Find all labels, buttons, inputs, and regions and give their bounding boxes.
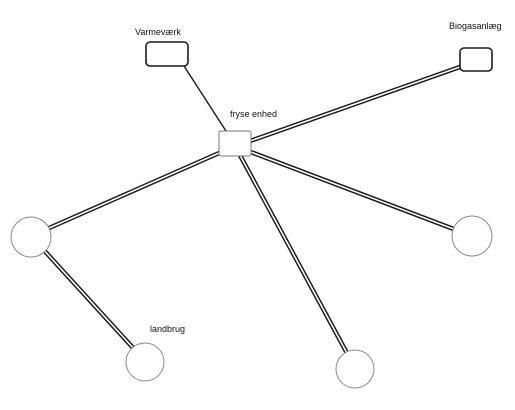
varmevaerk-label: Varmeværk xyxy=(135,27,181,37)
fryse-enhed-label: fryse enhed xyxy=(230,109,277,119)
nodes xyxy=(10,41,493,389)
right-node[interactable] xyxy=(451,215,493,257)
connection-fryse-biogasanlaeg xyxy=(235,59,475,149)
varmevaerk-node[interactable] xyxy=(145,41,189,67)
connection-fryse-right-node xyxy=(234,143,473,239)
connection-left-node-landbrug xyxy=(29,234,147,363)
connection-fryse-bottom-node xyxy=(233,144,357,370)
left-node[interactable] xyxy=(10,216,52,258)
connections xyxy=(29,59,475,370)
landbrug-node[interactable] xyxy=(125,342,165,382)
biogasanlaeg-node[interactable] xyxy=(459,47,493,72)
fryse-enhed-node[interactable] xyxy=(218,130,252,157)
landbrug-label: landbrug xyxy=(150,324,185,334)
biogasanlaeg-label: Biogasanlæg xyxy=(449,21,502,31)
connection-fryse-left-node xyxy=(30,143,236,239)
bottom-node[interactable] xyxy=(335,349,375,389)
connection-fryse-varmevaerk xyxy=(183,65,227,132)
labels: Varmeværk Biogasanlæg fryse enhed landbr… xyxy=(135,21,502,334)
